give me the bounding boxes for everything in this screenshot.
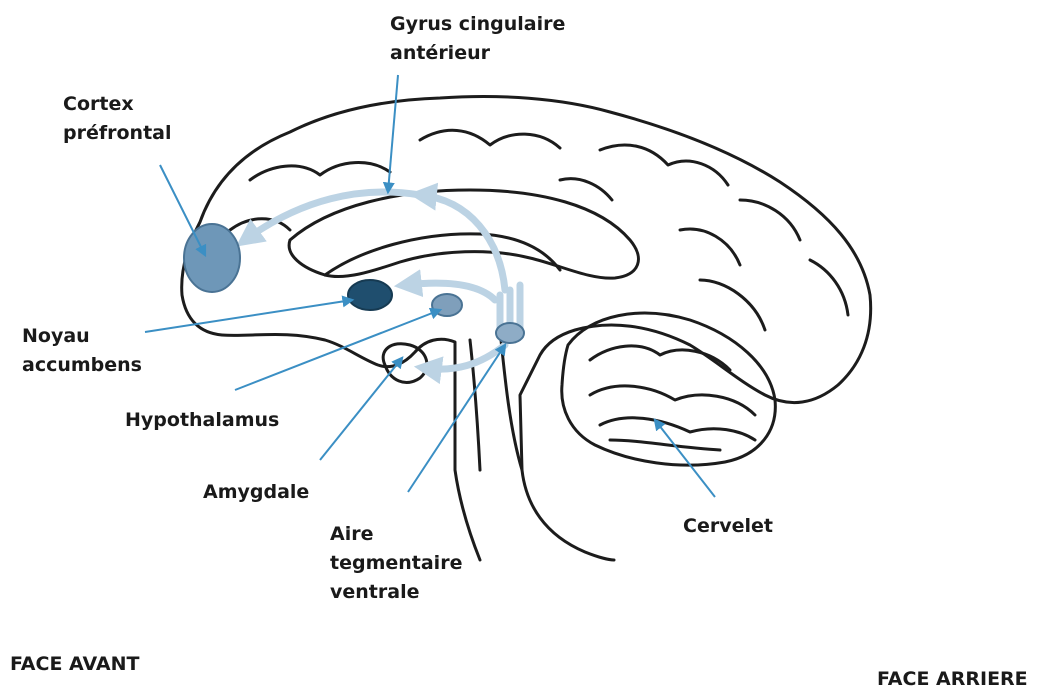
prefrontal-cortex-region (184, 224, 240, 292)
vta-region (496, 323, 524, 343)
arrow-cervelet (655, 420, 715, 497)
label-face-avant: FACE AVANT (10, 650, 139, 679)
arrow-hypothalamus (235, 310, 440, 390)
arrow-gyrus (388, 75, 398, 192)
arrow-cortex (160, 165, 205, 255)
label-gyrus-cingulaire: Gyrus cingulaire antérieur (390, 10, 565, 68)
cortex-folds (230, 130, 848, 330)
arrow-amygdala (320, 358, 402, 460)
label-noyau-accumbens: Noyau accumbens (22, 322, 142, 380)
label-face-arriere: FACE ARRIERE (877, 665, 1028, 694)
arrow-accumbens (145, 300, 352, 332)
pathways (245, 192, 520, 369)
pathway-prefrontal (245, 192, 420, 240)
label-aire-tegmentaire: Aire tegmentaire ventrale (330, 520, 462, 607)
hypothalamus-region (432, 294, 462, 316)
label-hypothalamus: Hypothalamus (125, 406, 279, 435)
label-cervelet: Cervelet (683, 512, 773, 541)
label-cortex-prefrontal: Cortex préfrontal (63, 90, 172, 148)
amygdala-outline (383, 344, 427, 383)
pathway-cingulate (420, 195, 505, 290)
pathway-amygdala (425, 345, 505, 369)
nucleus-accumbens-region (348, 280, 392, 310)
label-amygdale: Amygdale (203, 478, 309, 507)
cerebellum-folds (590, 346, 755, 450)
